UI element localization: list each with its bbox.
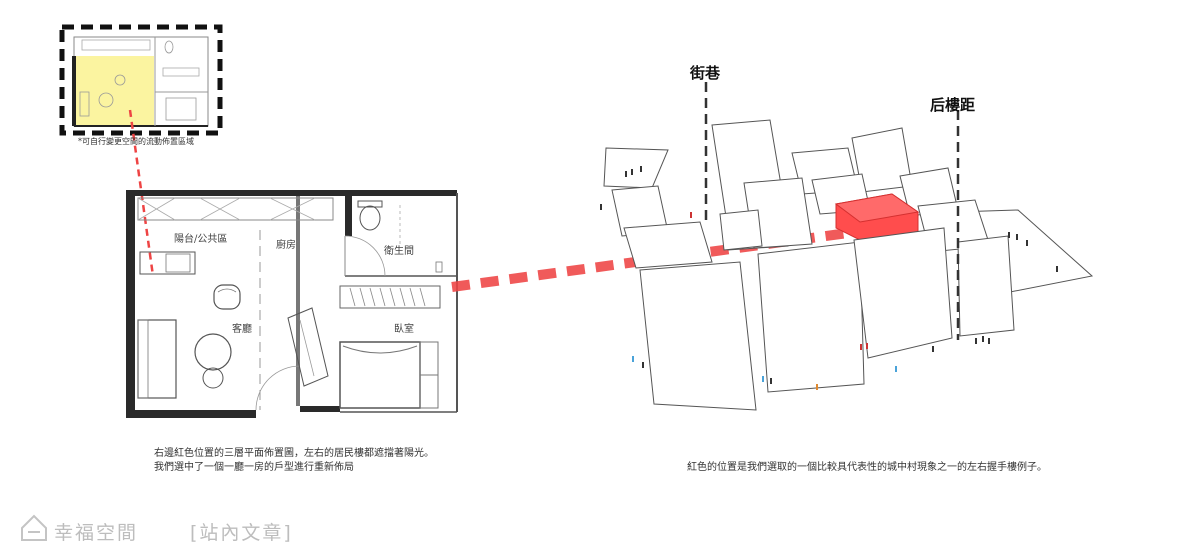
front-building-left [639,261,757,411]
thumbnail-caption: *可自行變更空間的流動佈置區域 [78,137,194,146]
street-label: 街巷 [690,64,721,82]
block-caption: 紅色的位置是我們選取的一個比較具代表性的城中村現象之一的左右握手樓例子。 [687,462,1047,473]
watermark-brand: 幸福空間 [54,522,139,544]
floorplan-thumbnail [59,24,223,136]
block-diagram [603,82,1094,411]
room-label-bedroom: 臥室 [394,324,414,335]
floor-plan [126,190,458,418]
thumbnail-connector-dashes [128,109,155,277]
room-label-living: 客廳 [232,324,252,335]
plan-left-wall [126,190,135,418]
flexible-zone-highlight [75,56,154,125]
room-label-bathroom: 衛生間 [384,246,414,257]
front-building-middle [757,241,865,393]
plan-caption-line-2: 我們選中了一個一廳一房的戶型進行重新佈局 [154,462,354,473]
rear-distance-label: 后樓距 [930,96,976,114]
room-label-balcony: 陽台/公共區 [174,234,228,245]
plan-caption-line-1: 右邊紅色位置的三層平面佈置圖，左右的居民樓都遮擋著陽光。 [154,448,434,459]
brand-logo-icon [21,514,47,541]
watermark-tag: [站內文章] [190,522,293,544]
room-label-kitchen: 廚房 [276,240,296,251]
front-building-right [853,227,953,359]
people-figures [600,166,1058,390]
thumbnail-dashed-frame [59,24,223,136]
